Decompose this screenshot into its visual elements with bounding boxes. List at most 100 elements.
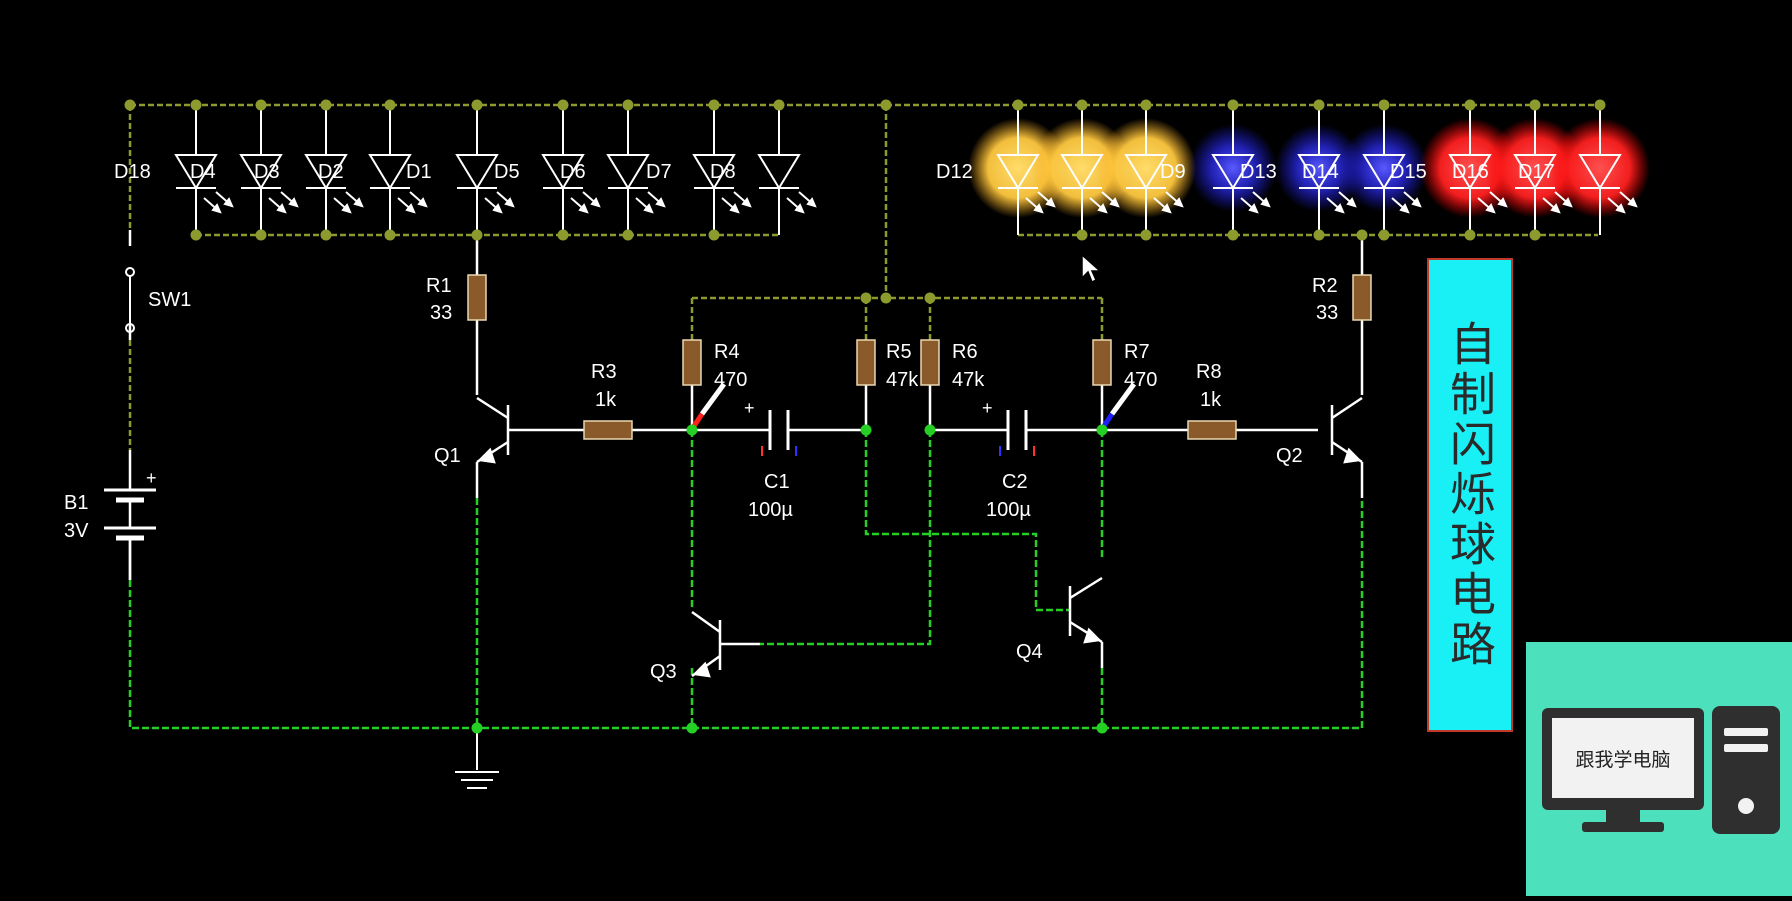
label-q1: Q1 xyxy=(434,445,461,467)
led-glow-4 xyxy=(1189,124,1277,212)
label-led-left-2: D3 xyxy=(254,161,280,183)
resistor-r4 xyxy=(682,339,702,386)
label-led-right-4: D16 xyxy=(1452,161,1489,183)
resistor-r2 xyxy=(1352,274,1372,321)
monitor-base xyxy=(1582,822,1664,832)
label-led-left-1: D4 xyxy=(190,161,216,183)
label-led-right-2: D14 xyxy=(1302,161,1339,183)
wires-supply xyxy=(128,103,1598,450)
led-left-7 xyxy=(606,105,666,235)
led-right-4 xyxy=(1211,105,1271,235)
resistor-r1 xyxy=(467,274,487,321)
resistor-r5 xyxy=(856,339,876,386)
label-q4: Q4 xyxy=(1016,641,1043,663)
label-led-left-3: D2 xyxy=(318,161,344,183)
led-right-8 xyxy=(1513,105,1573,235)
label-r4: R4 xyxy=(714,341,740,363)
led-left-4 xyxy=(368,105,428,235)
led-right-1 xyxy=(996,105,1056,235)
label-r8-value: 1k xyxy=(1200,389,1222,411)
mouse-cursor-icon xyxy=(1081,254,1101,284)
label-r3-value: 1k xyxy=(595,389,617,411)
title-banner: 自制闪烁球电路 xyxy=(1427,258,1513,732)
resistor-r8 xyxy=(1187,420,1237,440)
label-r3: R3 xyxy=(591,361,617,383)
transistor-q4 xyxy=(1068,576,1104,668)
computer-monitor-icon: 跟我学电脑 xyxy=(1542,708,1704,810)
led-left-2 xyxy=(239,105,299,235)
resistor-r6 xyxy=(920,339,940,386)
switch-sw1[interactable] xyxy=(125,267,135,333)
led-right-9 xyxy=(1578,105,1638,235)
label-r5: R5 xyxy=(886,341,912,363)
label-led-right-3: D15 xyxy=(1390,161,1427,183)
capacitor-c2-plus: + xyxy=(982,398,993,418)
label-led-left-8: D8 xyxy=(710,161,736,183)
label-led-left-6: D6 xyxy=(560,161,586,183)
label-r1-value: 33 xyxy=(430,302,452,324)
ground-symbol xyxy=(455,728,499,789)
battery-b1[interactable] xyxy=(104,468,156,580)
wires-active xyxy=(128,430,1364,730)
capacitor-c1-plus: + xyxy=(744,398,755,418)
led-left-1 xyxy=(174,105,234,235)
led-glow-9 xyxy=(1550,118,1650,218)
label-d9: D9 xyxy=(1160,161,1186,183)
capacitor-c2 xyxy=(1006,410,1028,450)
label-q3: Q3 xyxy=(650,661,677,683)
label-led-right-5: D17 xyxy=(1518,161,1555,183)
label-r6: R6 xyxy=(952,341,978,363)
logo-screen-text: 跟我学电脑 xyxy=(1552,718,1694,798)
label-c2-value: 100µ xyxy=(986,499,1031,521)
probe-blue xyxy=(1101,382,1137,428)
led-left-9 xyxy=(757,105,817,235)
label-r2-value: 33 xyxy=(1316,302,1338,324)
resistor-r3 xyxy=(583,420,633,440)
led-right-3 xyxy=(1124,105,1184,235)
logo-panel: 跟我学电脑 xyxy=(1526,642,1792,896)
label-r6-value: 47k xyxy=(952,369,985,391)
label-c2: C2 xyxy=(1002,471,1028,493)
led-right-2 xyxy=(1060,105,1120,235)
label-led-left-5: D5 xyxy=(494,161,520,183)
battery-plus-sign: + xyxy=(146,468,157,488)
led-left-3 xyxy=(304,105,364,235)
label-d12: D12 xyxy=(936,161,973,183)
label-c1-value: 100µ xyxy=(748,499,793,521)
label-c1: C1 xyxy=(764,471,790,493)
led-glow-3 xyxy=(1096,118,1196,218)
led-right-6 xyxy=(1362,105,1422,235)
probe-red xyxy=(691,382,727,428)
label-sw1: SW1 xyxy=(148,289,191,311)
resistors xyxy=(467,274,1372,440)
label-led-left-4: D1 xyxy=(406,161,432,183)
led-right-7 xyxy=(1448,105,1508,235)
label-d18: D18 xyxy=(114,161,151,183)
label-q2: Q2 xyxy=(1276,445,1303,467)
led-left-8 xyxy=(692,105,752,235)
label-led-left-7: D7 xyxy=(646,161,672,183)
capacitor-c1 xyxy=(768,410,790,450)
label-r5-value: 47k xyxy=(886,369,919,391)
label-b1: B1 xyxy=(64,492,88,514)
transistor-q3 xyxy=(691,610,760,678)
led-glow-6 xyxy=(1340,124,1428,212)
label-r2: R2 xyxy=(1312,275,1338,297)
computer-tower-icon xyxy=(1712,706,1780,834)
capacitor-polarity-marks xyxy=(761,446,1035,456)
transistor-q1 xyxy=(475,396,510,498)
monitor-stand xyxy=(1606,810,1640,822)
led-right-5 xyxy=(1297,105,1357,235)
label-r7: R7 xyxy=(1124,341,1150,363)
led-left-6 xyxy=(541,105,601,235)
title-text: 自制闪烁球电路 xyxy=(1443,320,1497,670)
transistor-q2 xyxy=(1330,396,1364,498)
label-b1-value: 3V xyxy=(64,520,89,542)
label-led-right-1: D13 xyxy=(1240,161,1277,183)
junction-dots xyxy=(124,99,1606,734)
label-r1: R1 xyxy=(426,275,452,297)
label-r8: R8 xyxy=(1196,361,1222,383)
led-left-5 xyxy=(455,105,515,235)
